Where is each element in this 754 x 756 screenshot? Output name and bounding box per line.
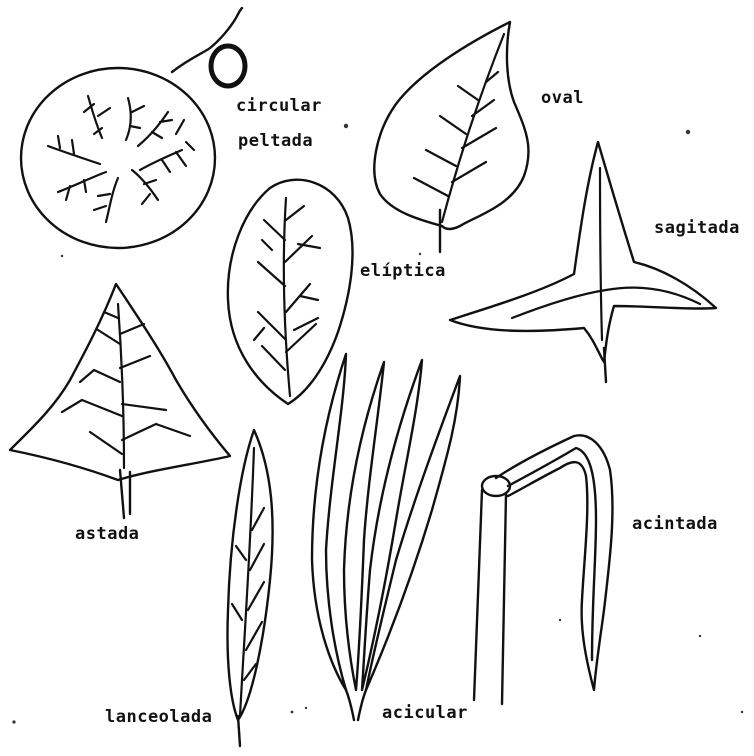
circular-peltada-leaf: [21, 8, 245, 248]
eliptica-leaf-outline: [228, 180, 353, 404]
oval-leaf: [374, 22, 528, 252]
acicular-needle-1: [312, 354, 346, 690]
label-lanceolada: lanceolada: [105, 707, 212, 727]
astada-leaf: [10, 284, 230, 518]
label-astada: astada: [75, 524, 139, 544]
circular-leaf-outline: [21, 68, 215, 248]
acicular-needle-3: [362, 360, 422, 690]
sagitada-leaf: [450, 142, 716, 382]
sagitada-leaf-outline: [450, 142, 716, 362]
label-circular: circular: [236, 96, 322, 116]
label-eliptica: elíptica: [360, 261, 446, 281]
oval-leaf-veins: [414, 34, 504, 222]
acintada-stem-right: [502, 494, 506, 704]
label-oval: oval: [541, 88, 584, 108]
eliptica-leaf-veins: [254, 198, 320, 396]
acintada-leaf: [474, 435, 612, 704]
acintada-stem-left: [474, 490, 482, 700]
label-peltada: peltada: [238, 131, 313, 151]
astada-leaf-veins: [62, 304, 190, 468]
lanceolada-leaf-petiole: [238, 716, 240, 746]
peltada-tendril: [172, 8, 242, 72]
acicular-leaves: [312, 354, 460, 720]
label-acintada: acintada: [632, 514, 718, 534]
sagitada-leaf-veins: [512, 168, 700, 340]
acicular-sheath: [346, 690, 366, 720]
circular-leaf-veins: [48, 96, 194, 222]
lanceolada-leaf-outline: [227, 430, 272, 720]
lanceolada-leaf: [227, 430, 272, 746]
label-acicular: acicular: [382, 703, 468, 723]
peltada-tendril-loop: [211, 46, 245, 86]
oval-leaf-outline: [374, 22, 528, 229]
lanceolada-leaf-veins: [232, 448, 264, 716]
eliptica-leaf: [228, 180, 353, 404]
label-sagitada: sagitada: [654, 218, 740, 238]
